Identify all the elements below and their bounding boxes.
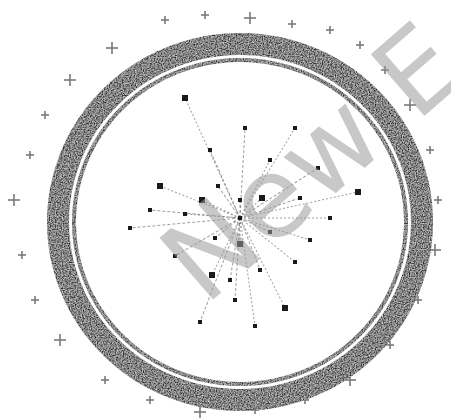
network-dot — [148, 208, 152, 212]
cross-mark — [101, 376, 109, 384]
cross-mark — [244, 12, 256, 24]
cross-mark — [8, 194, 20, 206]
cross-mark — [18, 251, 26, 259]
network-dot — [253, 324, 257, 328]
cross-mark — [146, 396, 154, 404]
network-dot — [128, 226, 132, 230]
cross-mark — [106, 42, 118, 54]
cross-mark — [326, 26, 334, 34]
cross-mark — [288, 20, 296, 28]
cross-mark — [64, 74, 76, 86]
network-dot — [198, 320, 202, 324]
network-dot — [157, 183, 163, 189]
network-dot — [208, 148, 212, 152]
cross-mark — [434, 196, 442, 204]
cross-mark — [31, 296, 39, 304]
cross-mark — [161, 16, 169, 24]
network-dot — [243, 126, 247, 130]
network-dot — [182, 95, 188, 101]
cross-mark — [194, 406, 206, 418]
cross-mark — [26, 151, 34, 159]
cross-mark — [54, 334, 66, 346]
network-dot — [282, 305, 288, 311]
cross-mark — [41, 111, 49, 119]
cross-mark — [201, 11, 209, 19]
